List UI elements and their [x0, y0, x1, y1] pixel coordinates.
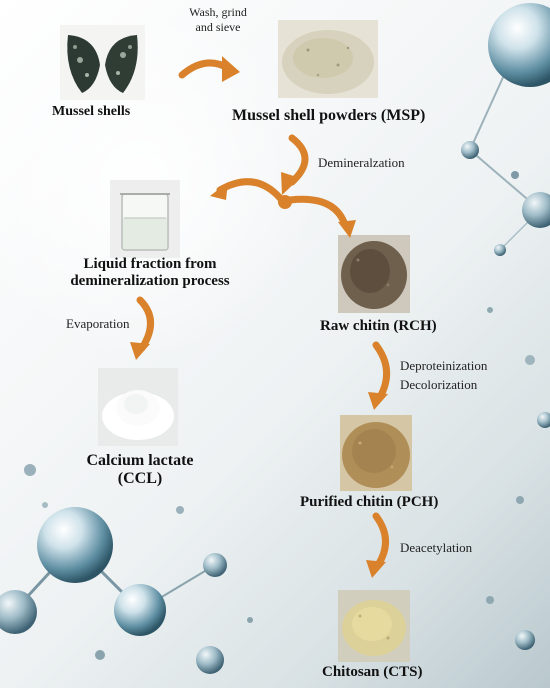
ccl-powder-photo [98, 368, 178, 446]
evaporation-step-label: Evaporation [66, 316, 130, 331]
ccl-line1: Calcium lactate [86, 452, 194, 469]
msp-label: Mussel shell powders (MSP) [232, 107, 426, 124]
split-right-arrow [286, 195, 349, 229]
deproteinization-step-label: Deproteinization [400, 358, 488, 373]
wash-step-line2: and sieve [195, 20, 241, 34]
cts-powder-photo [338, 590, 410, 662]
pch-powder-photo [340, 415, 412, 491]
split-left-arrow [216, 178, 284, 202]
mussel-shells-photo [60, 25, 145, 100]
decolorization-step-label: Decolorization [400, 377, 478, 392]
liquid-fraction-label: Liquid fraction from demineralization pr… [60, 256, 240, 290]
evaporation-arrow [136, 296, 154, 352]
demineralization-arrow [288, 134, 309, 186]
wash-step-label: Wash, grind and sieve [178, 5, 258, 35]
liquid-fraction-line2: demineralization process [70, 273, 230, 289]
msp-powder-photo [278, 20, 378, 98]
wash-arrow [178, 59, 232, 79]
mussel-shells-label: Mussel shells [52, 104, 131, 119]
pch-label: Purified chitin (PCH) [300, 494, 439, 510]
liquid-beaker-photo [110, 180, 180, 258]
rch-label: Raw chitin (RCH) [320, 318, 437, 334]
liquid-fraction-line1: Liquid fraction from [83, 256, 217, 272]
deproteinization-arrow [372, 341, 390, 401]
deacetylation-arrow [372, 512, 389, 569]
ccl-line2: (CCL) [117, 470, 163, 487]
rch-powder-photo [338, 235, 410, 313]
split-node [278, 195, 292, 209]
cts-label: Chitosan (CTS) [322, 664, 423, 680]
ccl-label: Calcium lactate (CCL) [70, 452, 210, 488]
wash-step-line1: Wash, grind [189, 5, 247, 19]
demineralization-step-label: Demineralzation [318, 155, 405, 170]
deacetylation-step-label: Deacetylation [400, 540, 473, 555]
